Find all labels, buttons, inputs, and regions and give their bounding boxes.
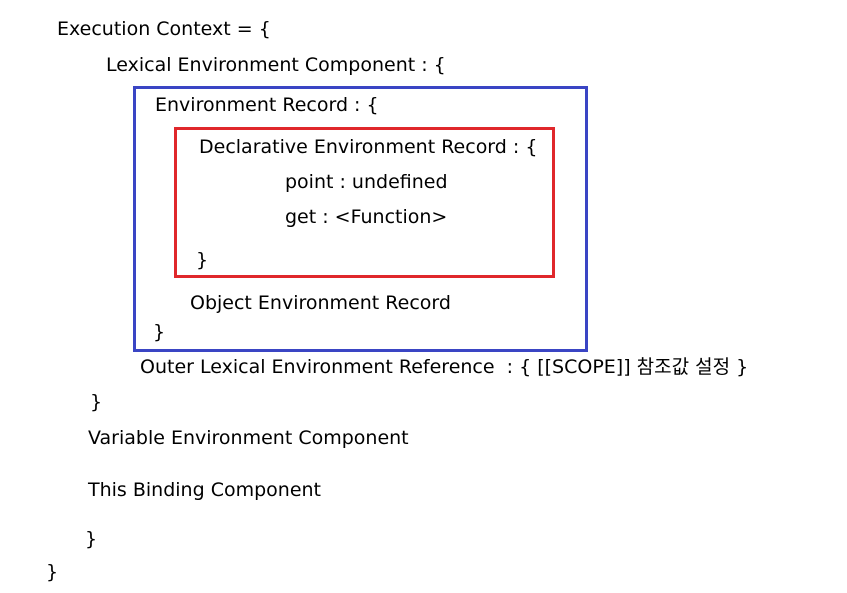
environment-record-close-brace: } (153, 321, 166, 343)
outer-lexical-environment-reference-line: Outer Lexical Environment Reference : { … (140, 356, 749, 378)
point-binding-line: point : undefined (285, 171, 448, 193)
this-binding-component-line: This Binding Component (88, 479, 322, 501)
environment-record-box (133, 86, 588, 352)
execution-context-line: Execution Context = { (57, 18, 271, 40)
lexical-environment-component-line: Lexical Environment Component : { (106, 54, 446, 76)
object-environment-record-line: Object Environment Record (190, 292, 451, 314)
get-binding-line: get : <Function> (285, 206, 448, 228)
variable-environment-component-line: Variable Environment Component (88, 427, 409, 449)
component-close-brace: } (85, 528, 98, 550)
environment-record-line: Environment Record : { (155, 94, 379, 116)
execution-context-close-brace: } (46, 561, 59, 583)
lexical-environment-close-brace: } (90, 391, 103, 413)
declarative-environment-record-box (174, 127, 555, 278)
declarative-record-close-brace: } (196, 249, 209, 271)
declarative-environment-record-line: Declarative Environment Record : { (199, 136, 538, 158)
